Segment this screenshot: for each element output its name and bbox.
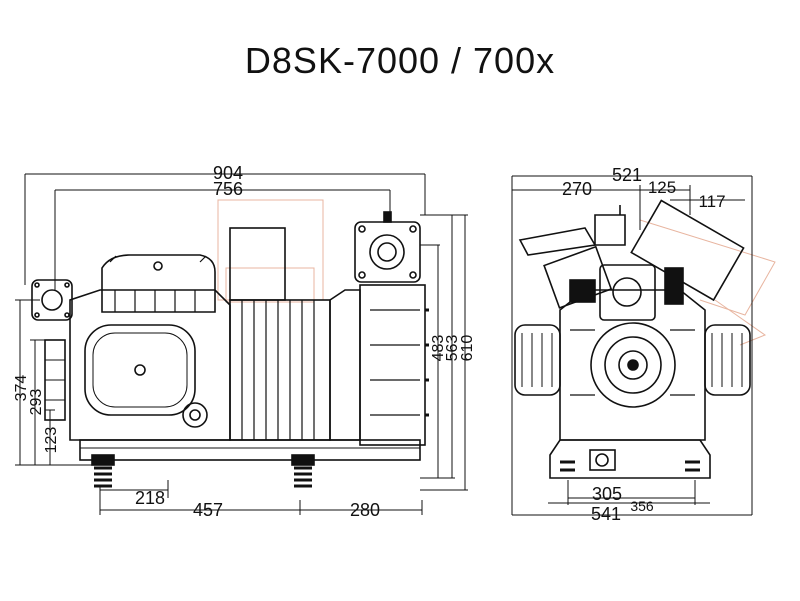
dim-356-label: 356: [630, 498, 654, 514]
dim-125-label: 125: [648, 178, 676, 197]
dim-280-label: 280: [350, 500, 380, 520]
dim-374-label: 374: [13, 375, 30, 402]
left-cylinder-bank: [514, 324, 561, 396]
left-foot: [91, 454, 115, 488]
front-ghost-outline: [639, 219, 776, 346]
dim-610-label: 610: [459, 335, 476, 362]
right-foot: [291, 454, 315, 488]
dim-541-label: 541: [591, 504, 621, 524]
dim-218-label: 218: [135, 488, 165, 508]
dim-483-label: 483: [430, 335, 447, 362]
ghost-outline: [217, 199, 324, 303]
side-dimensions: [15, 173, 468, 515]
dim-904-label: 904: [213, 163, 243, 183]
base-skid: [79, 439, 421, 461]
motor-section: [229, 227, 331, 441]
suction-pipe: [518, 205, 626, 256]
discharge-valve: [354, 211, 421, 283]
front-dimensions: [511, 175, 753, 516]
drawing-title: D8SK-7000 / 700x: [244, 40, 556, 81]
dim-457-label: 457: [193, 500, 223, 520]
side-view: [31, 199, 429, 488]
dim-305-label: 305: [592, 484, 622, 504]
front-view: [514, 199, 776, 479]
cylinder-head: [101, 254, 216, 313]
dim-123-label: 123: [43, 427, 60, 454]
dim-521-label: 521: [612, 165, 642, 185]
front-base: [549, 439, 711, 479]
rear-housing: [329, 284, 429, 446]
left-upper-head: [543, 245, 613, 309]
center-upper-head: [599, 264, 656, 321]
dim-270-label: 270: [562, 179, 592, 199]
dim-756-label: 756: [213, 179, 243, 199]
dim-563-label: 563: [444, 335, 461, 362]
right-upper-head: [630, 199, 745, 305]
dim-293-label: 293: [28, 389, 45, 416]
front-body: [559, 289, 706, 441]
dim-117-label: 117: [698, 192, 725, 211]
right-cylinder-bank: [704, 324, 751, 396]
